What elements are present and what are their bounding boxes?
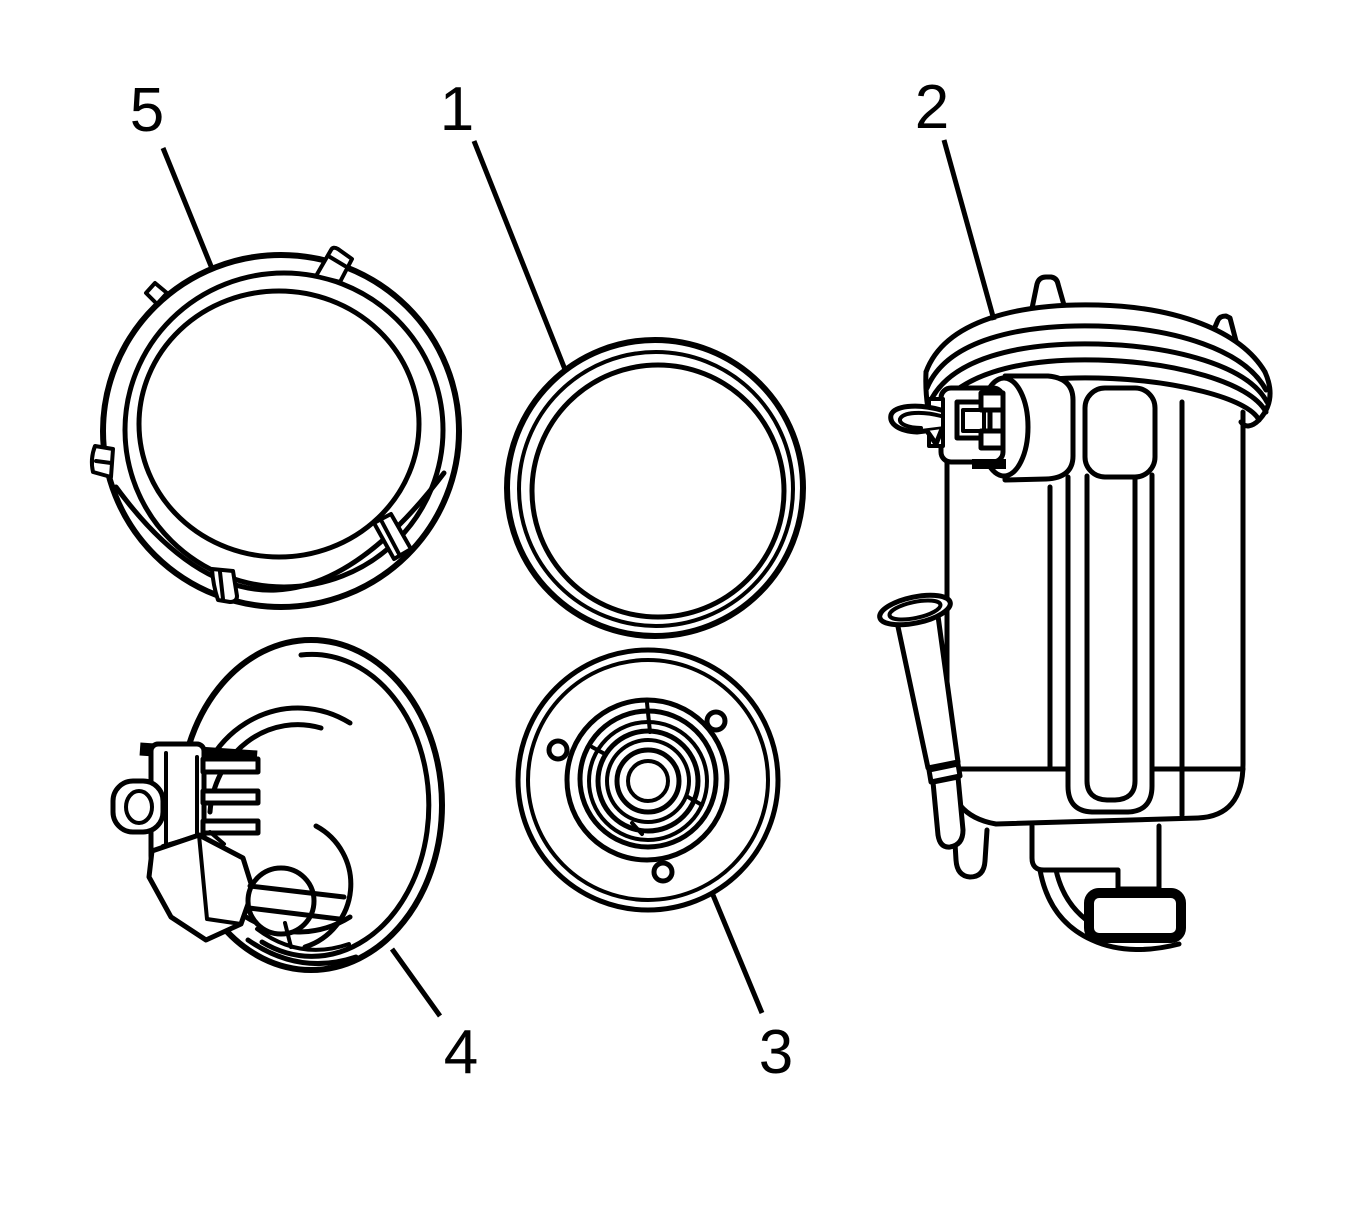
callout-3-label: 3 — [759, 1018, 793, 1087]
callouts: 5 1 2 4 3 — [130, 73, 997, 1087]
part-seal-ring — [504, 337, 806, 639]
cap-latch — [146, 830, 256, 943]
mounting-bracket — [1029, 823, 1186, 952]
callout-4-label: 4 — [444, 1018, 478, 1087]
fuel-ports — [977, 373, 1158, 483]
housing-connector — [888, 385, 1006, 469]
part-locking-ring — [89, 245, 462, 610]
drain-tube — [877, 592, 966, 850]
electrical-connector — [110, 741, 261, 866]
callout-1-label: 1 — [440, 75, 474, 144]
base-plate-slot-marks — [590, 701, 704, 836]
callout-3-leader — [710, 894, 765, 1014]
base-plate-holes — [546, 709, 728, 884]
housing-body — [944, 399, 1246, 827]
callout-5-leader — [160, 147, 216, 272]
callout-5-label: 5 — [130, 76, 164, 145]
callout-1-leader — [471, 140, 569, 373]
lock-ring-tabs — [89, 245, 413, 604]
part-cap-with-connector — [110, 637, 445, 973]
callout-2-label: 2 — [915, 73, 949, 142]
cap-bore — [245, 823, 359, 967]
callout-4-leader — [389, 947, 443, 1018]
callout-2-leader — [941, 139, 997, 321]
part-filter-housing — [877, 274, 1273, 952]
part-filter-base-plate — [515, 647, 781, 913]
